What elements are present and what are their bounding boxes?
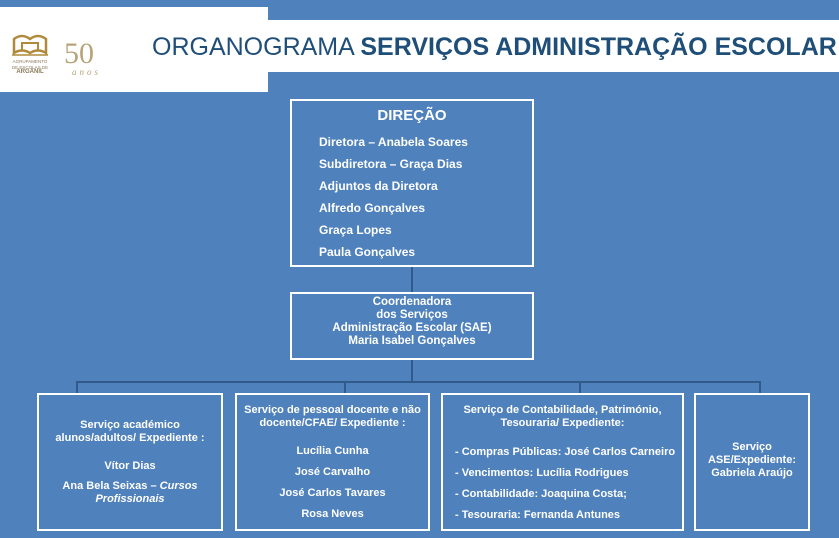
contabilidade-item-1: - Compras Públicas: José Carlos Carneiro (455, 446, 675, 459)
direcao-line-subdiretora: Subdiretora – Graça Dias (319, 157, 463, 171)
school-logo-line2: DE ESCOLAS DE (11, 64, 49, 70)
connector-academico (76, 381, 78, 394)
school-logo-line1: AGRUPAMENTO (12, 59, 48, 64)
anniversary-word: anos (72, 67, 101, 77)
academico-person-2-role: Cursos (159, 480, 198, 492)
academico-person-1: Vítor Dias (104, 460, 156, 472)
direcao-line-adjunto-1: Alfredo Gonçalves (319, 201, 426, 215)
page-title-light: ORGANOGRAMA (152, 33, 354, 61)
contabilidade-item-2: - Vencimentos: Lucília Rodrigues (455, 467, 629, 480)
pessoal-person-3: José Carlos Tavares (279, 487, 386, 499)
pessoal-head-2: docente/CFAE/ Expediente : (259, 417, 406, 429)
academico-head-2: alunos/adultos/ Expediente : (55, 432, 205, 444)
academico-person-2: Ana Bela Seixas – Cursos (39, 480, 221, 493)
coordenadora-box: Coordenadora dos Serviços Administração … (290, 292, 534, 360)
contabilidade-item-2-label: - Vencimentos: (455, 467, 534, 479)
anniversary-logo: 50 anos (62, 33, 122, 79)
contabilidade-box: Serviço de Contabilidade, Património, Te… (441, 393, 684, 531)
contabilidade-item-3: - Contabilidade: Joaquina Costa; (455, 488, 627, 501)
pessoal-head-1: Serviço de pessoal docente e não (244, 404, 421, 416)
school-logo-line3: ARGANIL (16, 69, 44, 75)
contabilidade-item-2-person: Lucília Rodrigues (536, 467, 629, 479)
direcao-box: DIREÇÃO Diretora – Anabela Soares Subdir… (290, 99, 534, 267)
connector-horizontal (76, 381, 761, 383)
pessoal-person-2: José Carvalho (294, 466, 371, 478)
contabilidade-item-1-label: - Compras Públicas: (455, 446, 562, 458)
direcao-title: DIREÇÃO (377, 107, 447, 124)
contabilidade-item-3-label: - Contabilidade: (455, 488, 539, 500)
connector-ase (759, 381, 761, 394)
connector-direcao-coord (411, 266, 413, 293)
anniversary-number: 50 (64, 37, 94, 70)
connector-coord-down (411, 359, 413, 382)
pessoal-box: Serviço de pessoal docente e não docente… (235, 393, 430, 531)
contabilidade-item-4: - Tesouraria: Fernanda Antunes (455, 509, 620, 522)
coordenadora-line-4: Maria Isabel Gonçalves (348, 335, 476, 347)
coordenadora-line-2: dos Serviços (376, 309, 448, 321)
title-bar (130, 20, 839, 72)
academico-head-1: Serviço académico (80, 419, 180, 431)
direcao-line-diretora: Diretora – Anabela Soares (319, 135, 468, 149)
fifty-years-logo-icon: 50 anos (64, 37, 101, 77)
book-logo-icon (12, 34, 48, 56)
coordenadora-line-1: Coordenadora (372, 296, 452, 308)
school-logo: AGRUPAMENTO DE ESCOLAS DE ARGANIL (8, 31, 52, 91)
contabilidade-item-4-person: Fernanda Antunes (523, 509, 621, 521)
pessoal-person-1: Lucília Cunha (296, 445, 369, 457)
page-title-bold: SERVIÇOS ADMINISTRAÇÃO ESCOLAR (360, 33, 837, 61)
direcao-line-adjunto-2: Graça Lopes (319, 223, 392, 237)
page-title: ORGANOGRAMA SERVIÇOS ADMINISTRAÇÃO ESCOL… (152, 32, 837, 62)
ase-head-2: ASE/Expediente: (707, 454, 797, 466)
connector-pessoal (344, 381, 346, 394)
contabilidade-item-3-person: Joaquina Costa; (541, 488, 627, 500)
academico-box: Serviço académico alunos/adultos/ Expedi… (37, 393, 223, 531)
connector-contabilidade (579, 381, 581, 394)
pessoal-person-4: Rosa Neves (301, 508, 364, 520)
direcao-line-adjuntos: Adjuntos da Diretora (319, 179, 438, 193)
ase-person: Gabriela Araújo (711, 467, 793, 479)
header: AGRUPAMENTO DE ESCOLAS DE ARGANIL 50 ano… (0, 0, 839, 92)
contabilidade-item-1-person: José Carlos Carneiro (564, 446, 676, 458)
ase-box: Serviço ASE/Expediente: Gabriela Araújo (694, 393, 810, 531)
coordenadora-line-3: Administração Escolar (SAE) (332, 322, 492, 334)
direcao-line-adjunto-3: Paula Gonçalves (319, 245, 416, 259)
ase-head-1: Serviço (732, 441, 772, 453)
academico-person-2-name: Ana Bela Seixas – (62, 480, 160, 492)
academico-person-2-role-2: Profissionais (95, 493, 165, 505)
contabilidade-item-4-label: - Tesouraria: (455, 509, 521, 521)
contabilidade-head-1: Serviço de Contabilidade, Património, (463, 404, 662, 416)
contabilidade-head-2: Tesouraria/ Expediente: (500, 417, 625, 429)
